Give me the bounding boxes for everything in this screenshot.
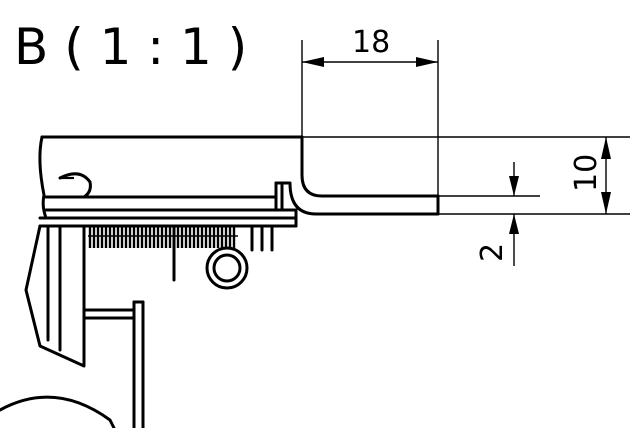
dimension-10: 10: [302, 136, 630, 215]
connector-comb: [88, 226, 238, 248]
dimension-label-2: 2: [475, 243, 510, 262]
view-title: B ( 1 : 1 ): [14, 18, 247, 76]
dimension-18: 18: [301, 25, 439, 196]
round-component: [205, 246, 249, 290]
left-bracket: [0, 224, 145, 428]
dimension-2: 2: [438, 162, 540, 266]
dimension-label-18: 18: [352, 25, 390, 60]
main-part-outline: [38, 135, 440, 228]
dimension-label-10: 10: [569, 154, 604, 192]
pins: [172, 224, 274, 282]
